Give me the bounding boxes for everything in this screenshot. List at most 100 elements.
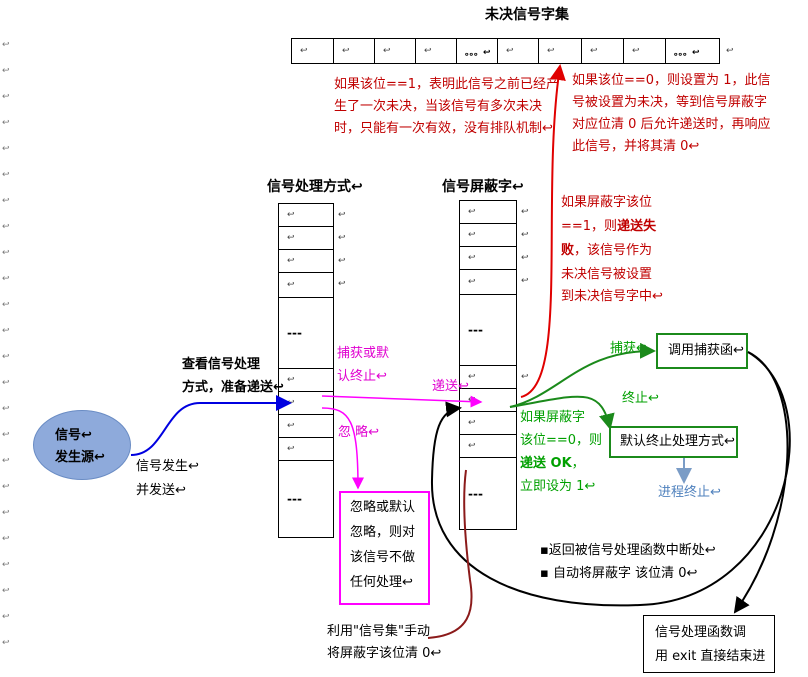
margin-mark: ↩	[2, 430, 10, 440]
label-line: 并发送↩	[136, 483, 186, 498]
mask-cell-ellipsis: ---	[459, 457, 517, 530]
handler-cell: ↩	[278, 226, 334, 250]
arrow-handler-return-to-mask	[430, 351, 791, 607]
note-emphasis: 败	[561, 243, 575, 258]
bullet-clear-mask: ▪ 自动将屏蔽字 该位清 0↩	[540, 566, 698, 581]
pending-bit-cell: ↩	[415, 38, 457, 64]
handler-cell: ↩	[278, 249, 334, 273]
source-line: 信号↩	[55, 428, 92, 443]
note-line: 时，只能有一次有效，没有排队机制↩	[334, 121, 553, 136]
row-mark: ↩	[521, 253, 529, 263]
note-emphasis: 递送 OK	[520, 456, 572, 471]
arrow-source-to-handler	[130, 395, 292, 456]
mask-cell: ↩	[459, 434, 517, 458]
row-mark: ↩	[521, 276, 529, 286]
note-text: ==1，则	[561, 219, 618, 234]
note-line: 如果屏蔽字	[520, 410, 586, 425]
mask-table-title: 信号屏蔽字↩	[442, 179, 524, 195]
margin-mark: ↩	[2, 222, 10, 232]
note-line: 该位==0，则	[520, 433, 603, 448]
margin-mark: ↩	[2, 612, 10, 622]
handler-cell-ellipsis: ---	[278, 297, 334, 369]
margin-mark: ↩	[2, 378, 10, 388]
row-mark: ↩	[521, 207, 529, 217]
default-terminate-label: 默认终止处理方式↩	[620, 434, 735, 449]
note-text: ，	[571, 456, 585, 471]
handler-cell-ellipsis: ---	[278, 460, 334, 538]
mask-cell: ↩	[459, 365, 517, 389]
ellipsis: ---	[468, 323, 483, 337]
margin-mark: ↩	[2, 508, 10, 518]
mask-cell: ↩	[459, 200, 517, 224]
label-process-end: 进程终止↩	[658, 485, 721, 500]
signal-source-ellipse: 信号↩ 发生源↩	[33, 410, 131, 480]
margin-mark: ↩	[2, 352, 10, 362]
mask-cell: ↩	[459, 269, 517, 295]
margin-mark: ↩	[2, 326, 10, 336]
note-text: ，该信号作为	[574, 243, 653, 258]
label-line: 认终止↩	[337, 369, 387, 384]
note-line: 到未决信号字中↩	[561, 289, 663, 304]
handler-cell: ↩	[278, 272, 334, 298]
pending-bit-cell: 。。。↩	[456, 38, 498, 64]
arrow-mask-to-default-terminate	[509, 395, 615, 430]
pending-bit-cell: ↩	[333, 38, 375, 64]
note-line: ==1，则递送失	[561, 216, 656, 238]
margin-mark: ↩	[2, 638, 10, 648]
call-handler-label: 调用捕获函↩	[668, 343, 744, 358]
margin-mark: ↩	[2, 118, 10, 128]
arrow-handler-to-ignore	[321, 407, 364, 490]
ellipsis: ---	[287, 492, 302, 506]
row-mark: ↩	[338, 279, 346, 289]
label-line: 捕获或默	[337, 346, 390, 361]
mask-cell-selected: ↩	[459, 388, 517, 412]
handler-table-title: 信号处理方式↩	[267, 179, 363, 195]
handler-cell: ↩	[278, 203, 334, 227]
margin-mark: ↩	[2, 196, 10, 206]
label-line: 将屏蔽字该位清 0↩	[327, 646, 442, 661]
ignore-line: 该信号不做	[350, 550, 416, 565]
margin-mark: ↩	[2, 274, 10, 284]
source-line: 发生源↩	[55, 450, 105, 465]
note-line: 生了一次未决，当该信号有多次未决	[334, 99, 543, 114]
row-mark: ↩	[338, 210, 346, 220]
margin-mark: ↩	[2, 456, 10, 466]
margin-mark: ↩	[2, 170, 10, 180]
margin-mark: ↩	[2, 40, 10, 50]
margin-mark: ↩	[2, 404, 10, 414]
row-mark: ↩	[521, 372, 529, 382]
arrow-handler-to-mask	[321, 395, 483, 408]
pending-row-mark: ↩	[726, 46, 734, 56]
note-line: 败，该信号作为	[561, 240, 652, 262]
arrow-handler-to-exit	[733, 351, 789, 614]
label-line: 利用"信号集"手动	[327, 624, 430, 639]
note-line: 对应位清 0 后允许递送时，再响应	[572, 117, 771, 132]
label-terminate: 终止↩	[622, 391, 659, 406]
exit-line: 信号处理函数调	[655, 625, 747, 640]
ignore-box: 忽略或默认 忽略，则对 该信号不做 任何处理↩	[339, 491, 430, 605]
exit-line: 用 exit 直接结束进	[655, 649, 766, 664]
label-line: 信号发生↩	[136, 459, 199, 474]
margin-mark: ↩	[2, 92, 10, 102]
note-emphasis: 递送失	[617, 219, 657, 234]
arrow-sigset-to-mask	[427, 469, 473, 639]
mask-cell: ↩	[459, 246, 517, 270]
margin-mark: ↩	[2, 534, 10, 544]
mask-cell-ellipsis: ---	[459, 294, 517, 366]
note-line: 如果该位==1，表明此信号之前已经产	[334, 77, 560, 92]
pending-bit-cell: ↩	[374, 38, 416, 64]
pending-bit-cell: ↩	[291, 38, 334, 64]
ignore-line: 任何处理↩	[350, 575, 413, 590]
margin-mark: ↩	[2, 248, 10, 258]
ellipsis: ---	[468, 486, 483, 501]
margin-mark: ↩	[2, 586, 10, 596]
row-mark: ↩	[338, 233, 346, 243]
row-mark: ↩	[338, 256, 346, 266]
note-line: 此信号，并将其清 0↩	[572, 139, 700, 154]
label-deliver: 递送↩	[432, 379, 469, 394]
note-line: 如果屏蔽字该位	[561, 195, 653, 210]
handler-cell: ↩	[278, 437, 334, 461]
mask-cell: ↩	[459, 411, 517, 435]
call-handler-box: 调用捕获函↩	[656, 333, 748, 369]
